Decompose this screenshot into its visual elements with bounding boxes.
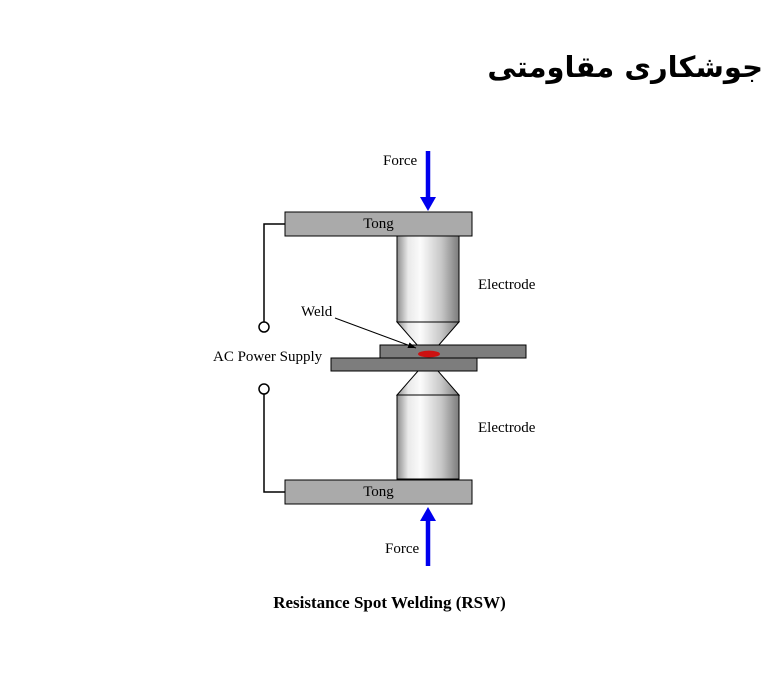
electrode-top-body [396, 235, 460, 323]
wire-bottom [263, 394, 285, 493]
electrode-label-top: Electrode [478, 277, 536, 293]
workpiece-sheet-bottom [330, 357, 478, 372]
workpiece-sheet-top [379, 344, 527, 359]
ac-power-supply-label: AC Power Supply [213, 349, 323, 365]
electrode-bottom-body [396, 394, 460, 480]
tong-bottom-bar [284, 479, 473, 505]
force-arrow-up-icon [420, 507, 436, 566]
tong-top-bar [284, 211, 473, 237]
electrode-label-bottom: Electrode [478, 420, 536, 436]
weld-label: Weld [301, 304, 333, 320]
electrode-bottom-tip [395, 370, 461, 396]
weld-pointer-arrow [334, 317, 417, 349]
force-label-bottom: Force [385, 541, 420, 557]
page-title: جوشکاری مقاومتی [487, 50, 763, 84]
force-label-top: Force [383, 153, 418, 169]
force-arrow-down-icon [420, 151, 436, 211]
diagram-caption: Resistance Spot Welding (RSW) [273, 593, 506, 612]
weld-nugget [418, 350, 440, 358]
power-terminal-top [258, 321, 270, 333]
wire-top [263, 223, 285, 322]
electrode-top-tip [395, 321, 461, 347]
tong-label-bottom: Tong [363, 484, 394, 500]
power-terminal-bottom [258, 383, 270, 395]
tong-label-top: Tong [363, 216, 394, 232]
